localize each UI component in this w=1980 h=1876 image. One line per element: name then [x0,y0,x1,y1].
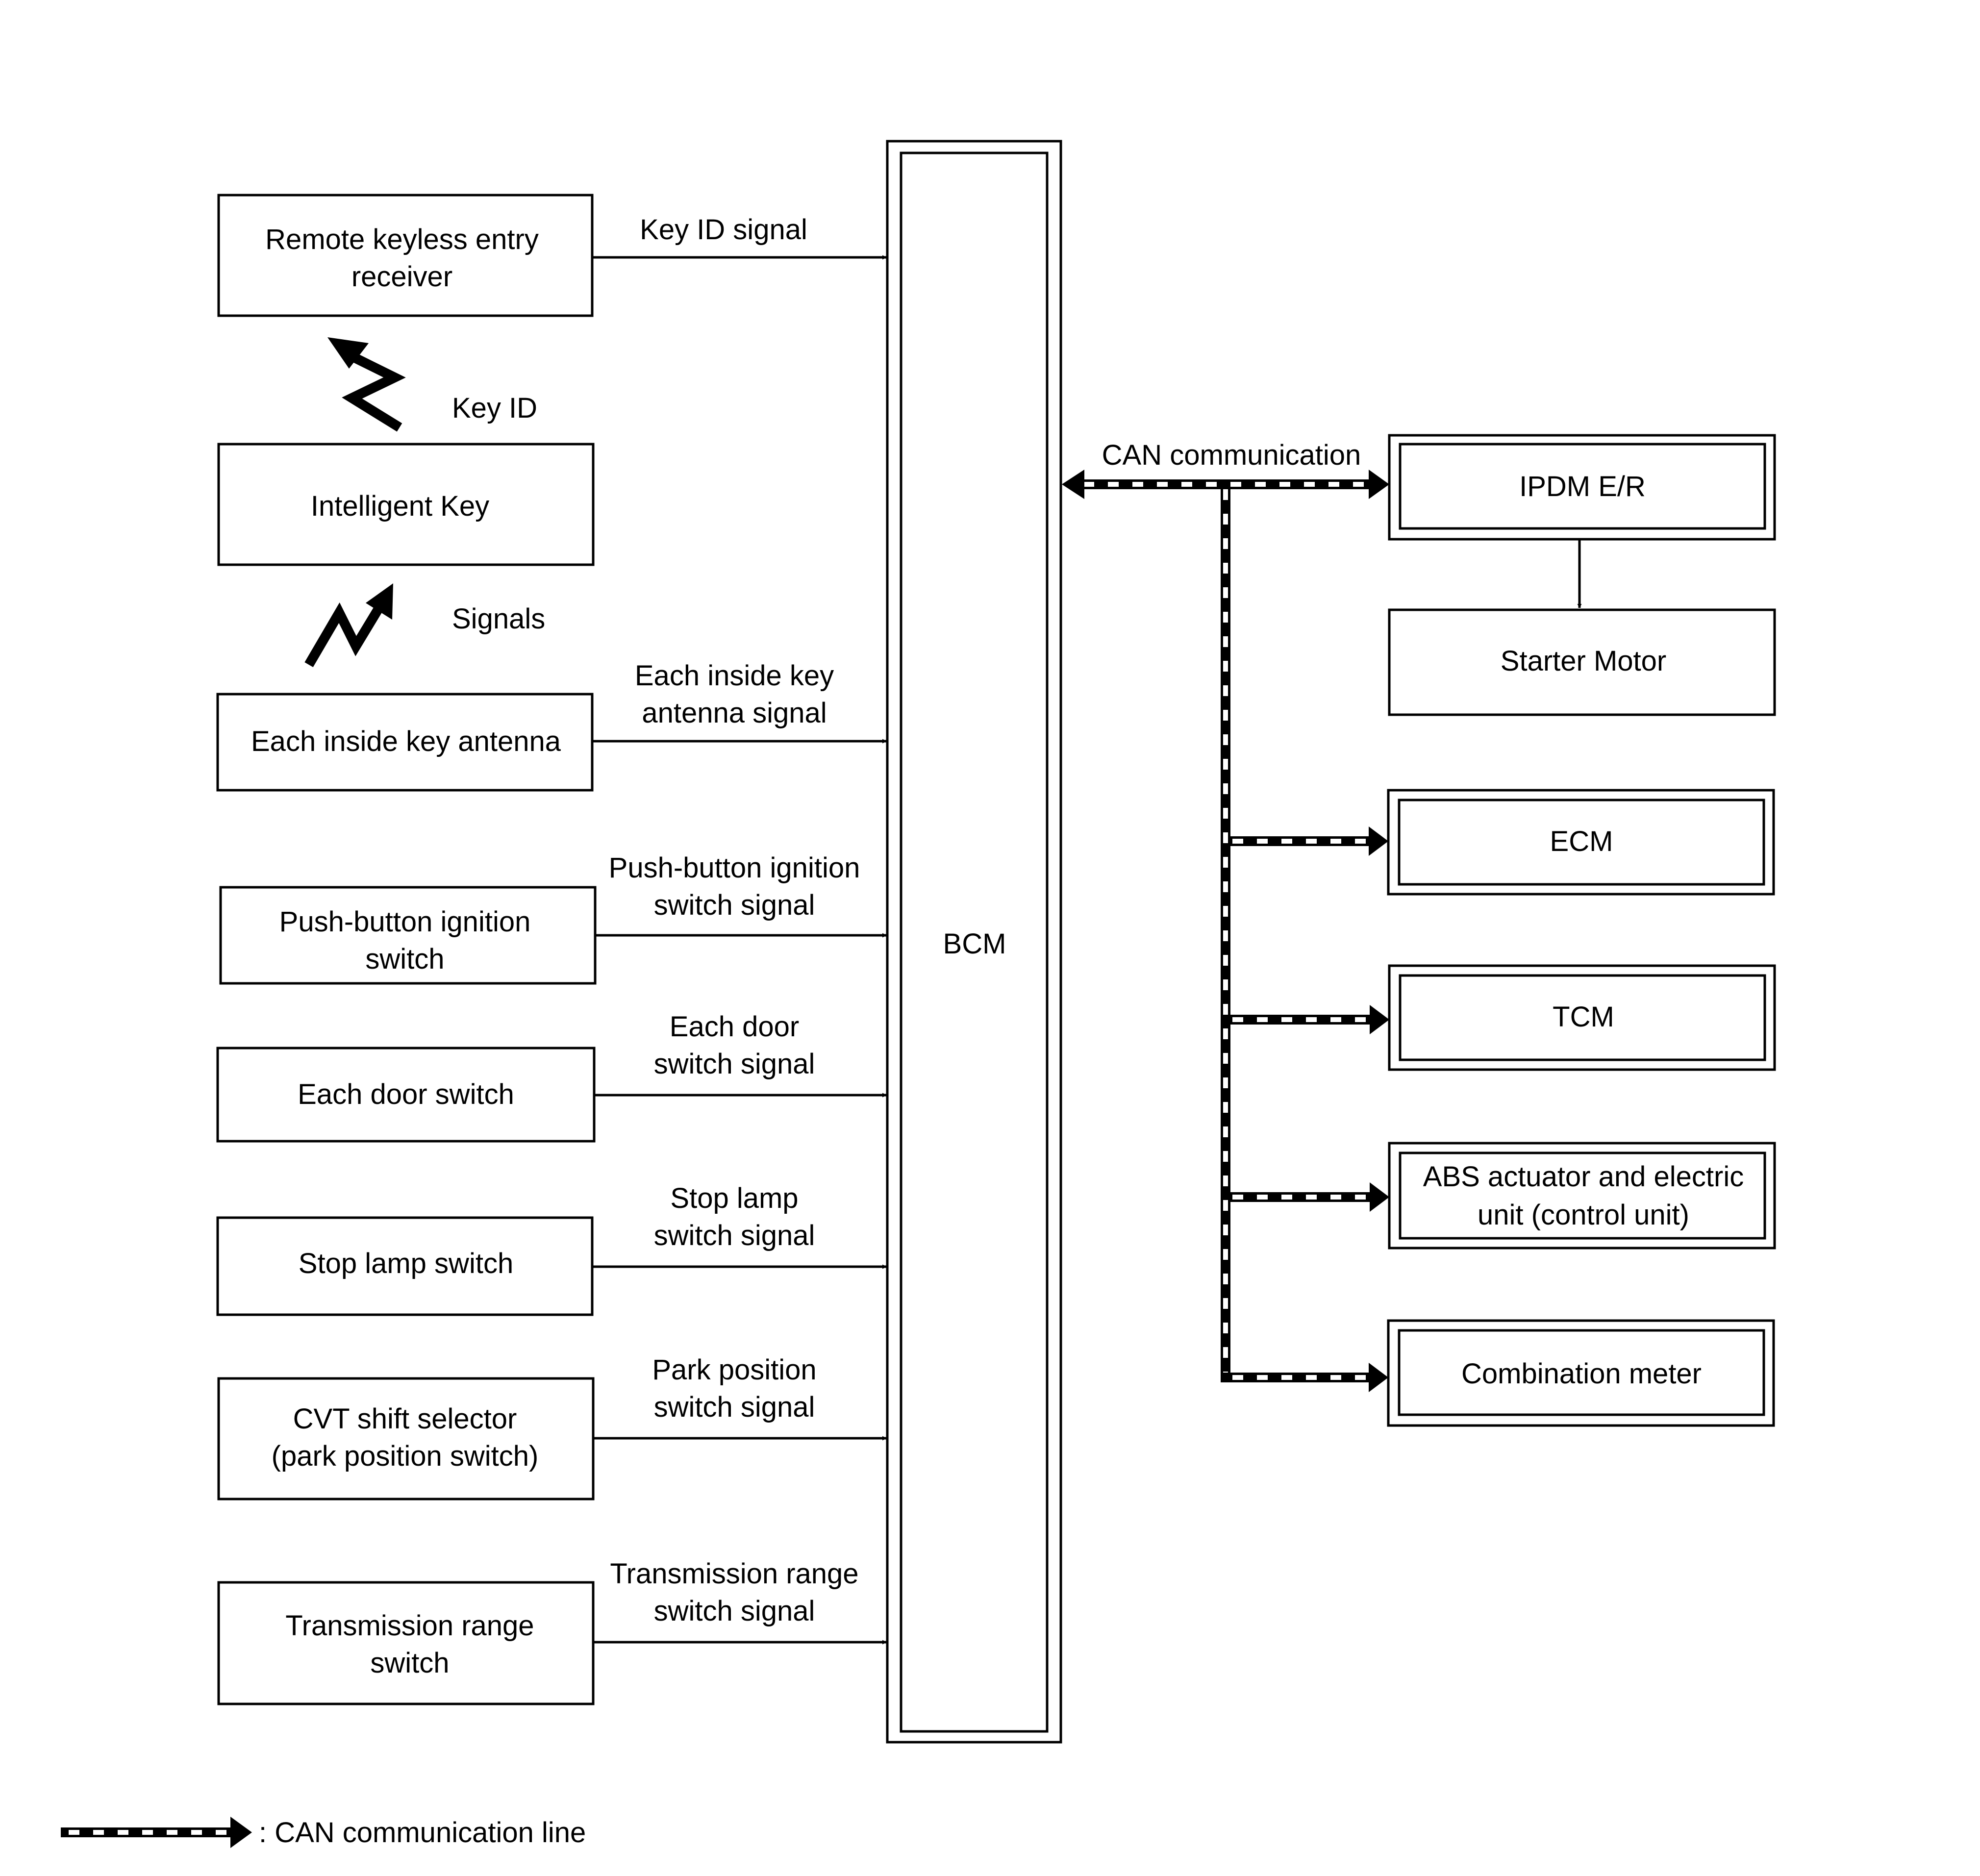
signal-label: Stop lamp [670,1182,798,1214]
output-box-abs-actuator: ABS actuator and electric unit (control … [1388,1142,1776,1250]
signal-transmission-range-switch: Transmission range switch signal [593,1558,887,1645]
input-box-each-inside-key-antenna: Each inside key antenna [216,693,594,792]
bcm-box: BCM [886,140,1062,1744]
box-label-line: Push-button ignition [279,906,531,938]
can-bus: CAN communication [1062,439,1389,1392]
box-label-line: Intelligent Key [311,490,489,522]
bcm-label: BCM [943,928,1006,960]
can-arrowhead-ecm [1369,826,1388,856]
box-label-line: Each inside key antenna [251,725,561,757]
box-label-line: Starter Motor [1501,645,1666,677]
signal-label: Transmission range [610,1558,858,1590]
box-label-line: unit (control unit) [1478,1199,1689,1231]
can-arrowhead-bcm [1062,470,1084,499]
input-box-intelligent-key: Intelligent Key [217,443,595,566]
can-communication-label: CAN communication [1102,439,1361,471]
signal-key-id: Key ID signal [592,214,887,260]
input-box-each-door-switch: Each door switch [216,1047,596,1143]
box-label-line: switch [370,1647,449,1679]
signal-label: switch signal [654,1220,815,1251]
output-box-starter-motor: Starter Motor [1388,608,1776,716]
signal-park-position-switch: Park position switch signal [593,1354,887,1441]
signal-label: switch signal [654,1391,815,1423]
box-label-line: IPDM E/R [1519,471,1646,502]
box-label-line: receiver [351,261,452,293]
box-label-line: Transmission range [285,1610,534,1642]
signal-stop-lamp-switch: Stop lamp switch signal [592,1182,887,1269]
signal-label: Push-button ignition [609,852,860,884]
output-box-ecm: ECM [1387,789,1775,896]
signal-label: Each door [670,1011,799,1043]
can-arrowhead-tcm [1370,1005,1389,1034]
box-label-line: switch [365,943,444,975]
signal-each-inside-key-antenna: Each inside key antenna signal [592,660,887,744]
signal-each-door-switch: Each door switch signal [594,1011,887,1098]
output-box-combination-meter: Combination meter [1387,1319,1775,1427]
box-label-line: ECM [1550,825,1613,857]
input-box-push-button-ignition-switch: Push-button ignition switch [219,886,597,985]
box-label-line: TCM [1553,1001,1614,1033]
output-box-tcm: TCM [1388,964,1776,1071]
legend: : CAN communication line [61,1817,586,1849]
box-label-line: CVT shift selector [293,1403,517,1435]
wireless-signals-arrow: Signals [304,583,545,668]
box-label-line: Stop lamp switch [299,1248,513,1279]
wireless-label-key-id: Key ID [452,392,537,424]
signal-label: switch signal [654,1048,815,1080]
signal-label: Each inside key [635,660,834,692]
wireless-label-signals: Signals [452,603,545,635]
box-label-line: Combination meter [1461,1358,1702,1390]
box-label-line: Remote keyless entry [265,224,539,255]
signal-label: Key ID signal [640,214,807,246]
signal-label: Park position [652,1354,816,1386]
input-box-stop-lamp-switch: Stop lamp switch [216,1216,594,1316]
legend-arrowhead [230,1817,252,1848]
input-box-remote-keyless-entry-receiver: Remote keyless entry receiver [217,194,594,317]
signal-label: antenna signal [642,697,827,729]
box-label-line: Each door switch [298,1078,514,1110]
box-label-line: (park position switch) [272,1440,539,1472]
can-arrowhead-ipdm [1369,470,1389,499]
input-box-transmission-range-switch: Transmission range switch [217,1581,595,1705]
can-arrowhead-meter [1369,1363,1388,1392]
box-label-line: ABS actuator and electric [1423,1161,1744,1193]
input-box-cvt-shift-selector: CVT shift selector (park position switch… [217,1377,595,1501]
legend-text: : CAN communication line [259,1817,586,1849]
signal-push-button-ignition: Push-button ignition switch signal [595,852,887,938]
output-box-ipdm-er: IPDM E/R [1388,434,1776,541]
can-arrowhead-abs [1370,1182,1389,1212]
signal-label: switch signal [654,889,815,921]
wireless-key-id-arrow: Key ID [327,337,537,432]
signal-label: switch signal [654,1595,815,1627]
